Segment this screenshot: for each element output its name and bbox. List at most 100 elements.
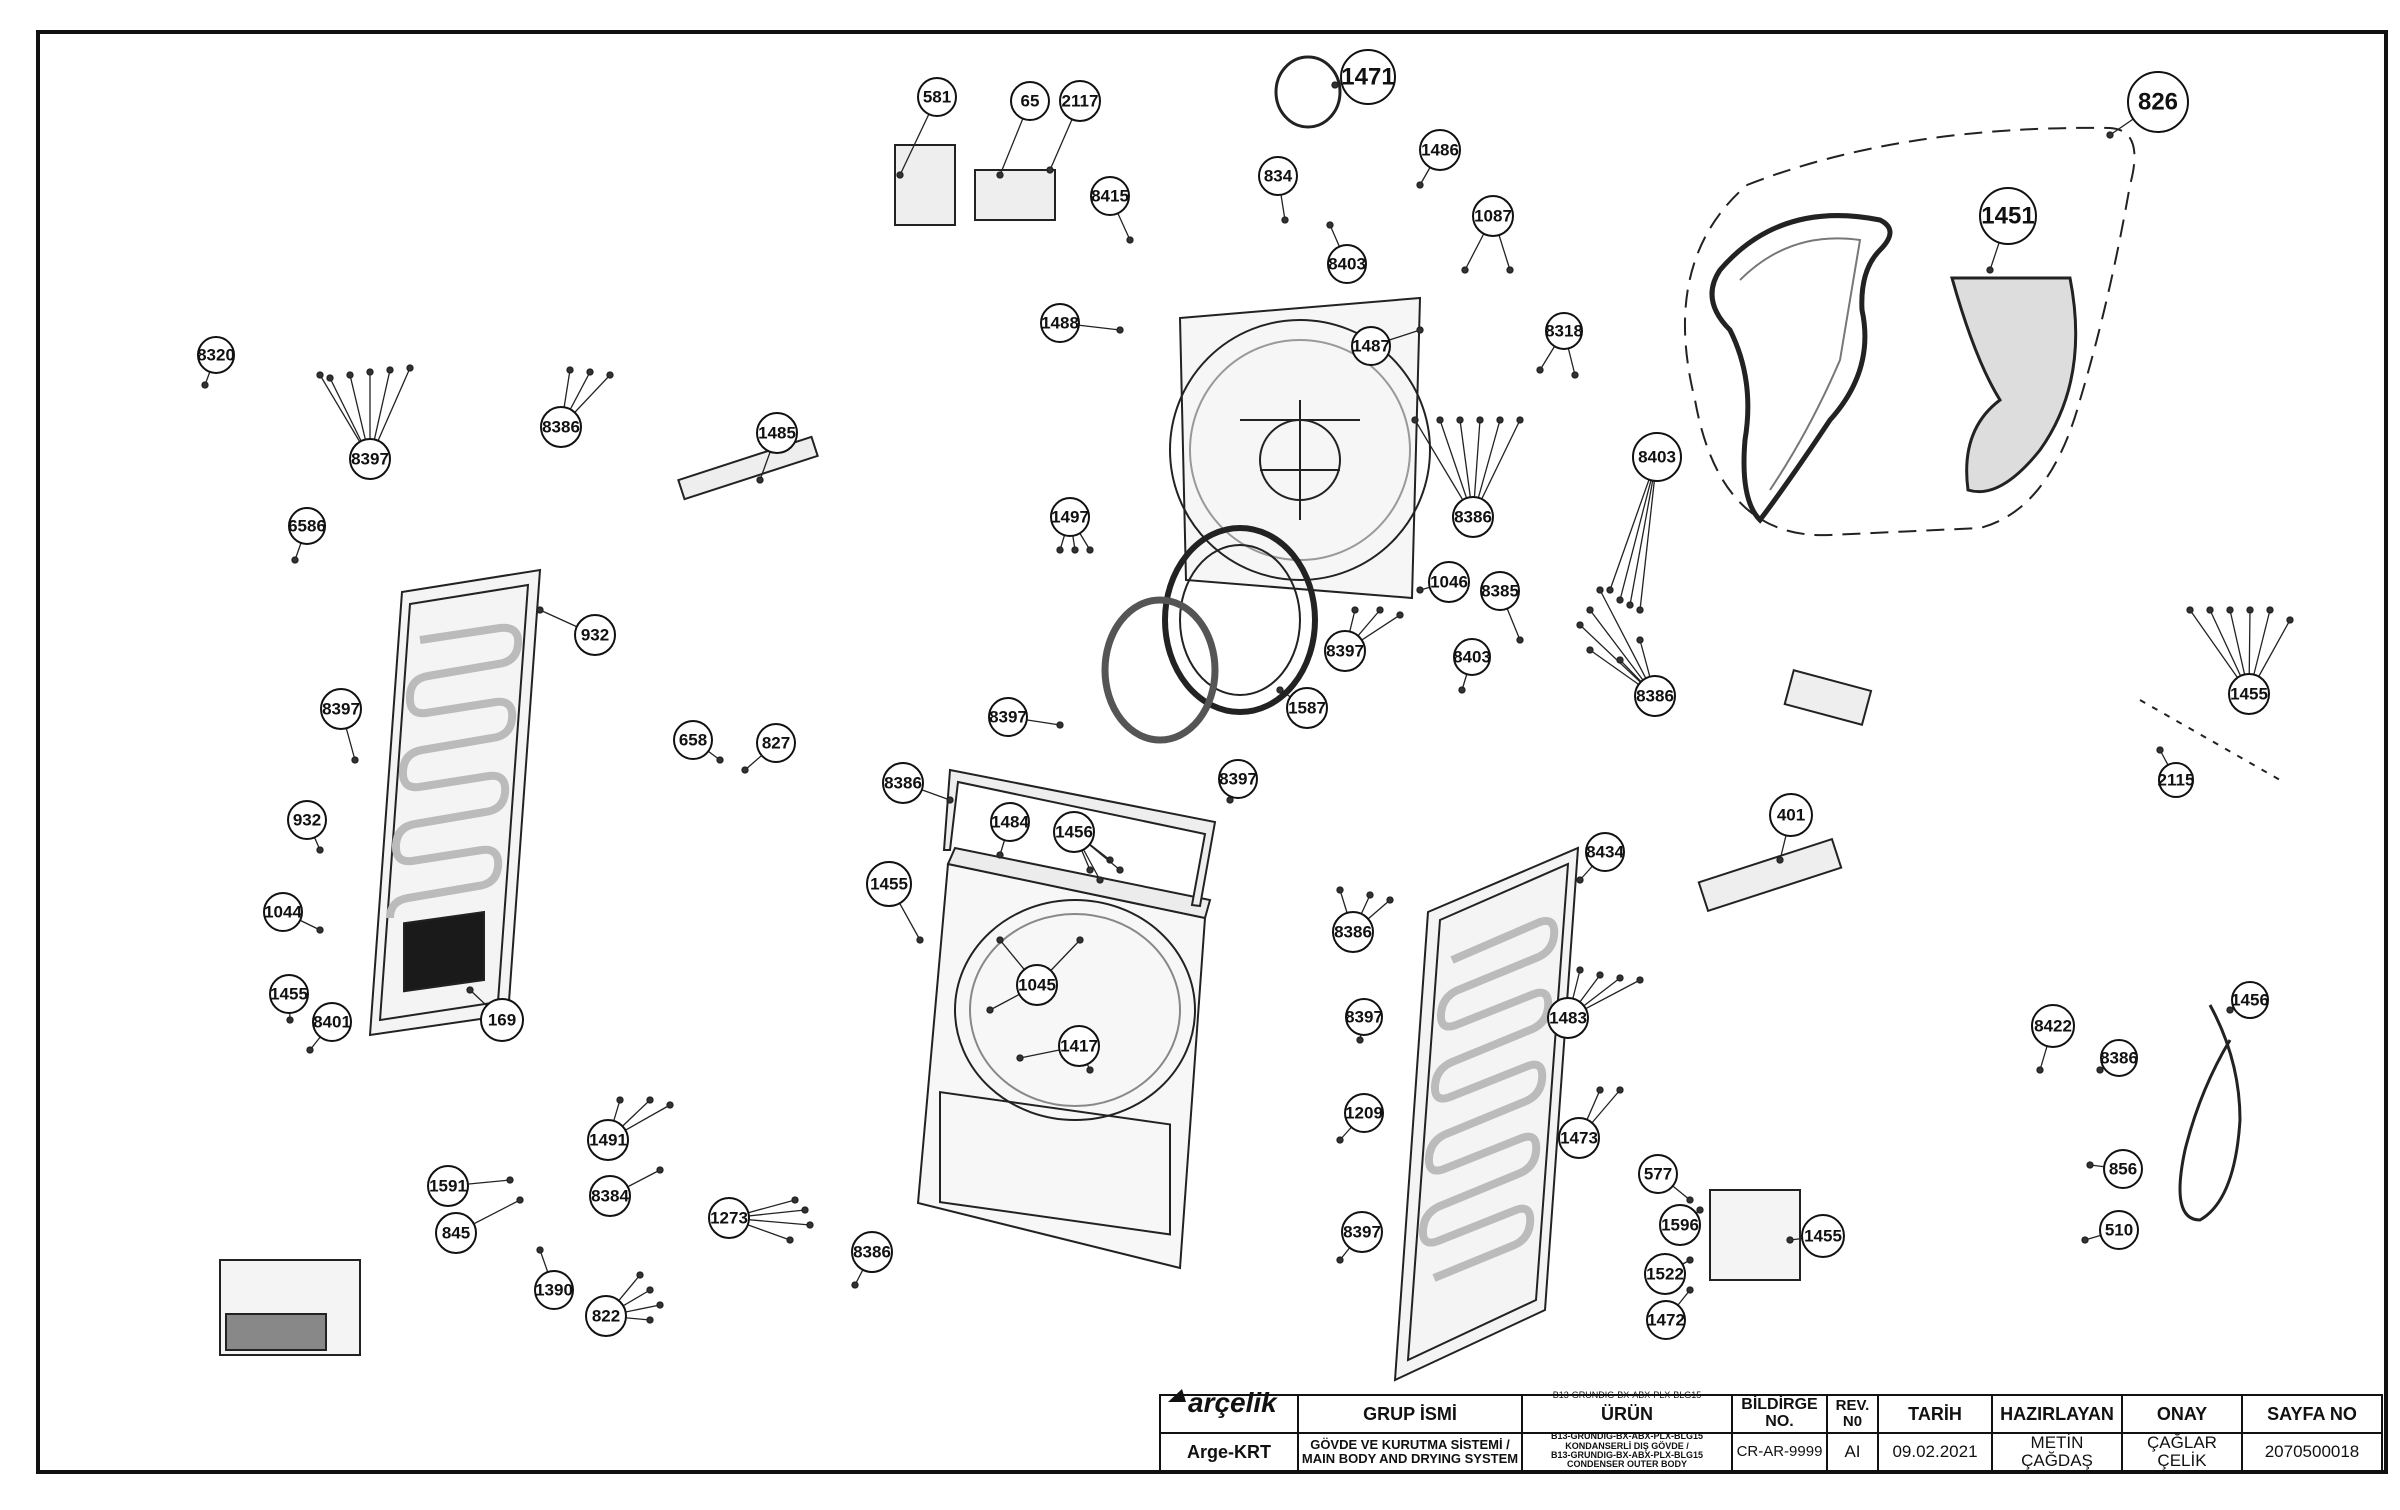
callout-number: 401: [1777, 806, 1805, 825]
callout-number: 1087: [1474, 207, 1512, 226]
fastener-dot: [1366, 891, 1374, 899]
fastener-dot: [316, 846, 324, 854]
product-top-line: B13-GRUNDIG-BX-ABX-PLX-BLG15: [1552, 1390, 1702, 1401]
fastener-dot: [1086, 1066, 1094, 1074]
callout-circle: [435, 1212, 477, 1254]
callout-1045: 1045: [1016, 964, 1058, 1006]
fastener-dot: [996, 851, 1004, 859]
callout-8397: 8397: [1218, 759, 1258, 799]
fastener-dot: [1986, 266, 1994, 274]
callout-circle: [2127, 71, 2189, 133]
callout-number: 1455: [2230, 685, 2268, 704]
prepared-header: HAZIRLAYAN: [2000, 1403, 2114, 1424]
callout-circle: [349, 438, 391, 480]
product-header: ÜRÜN: [1601, 1403, 1653, 1424]
callout-number: 8386: [1334, 923, 1372, 942]
fastener-dot: [1636, 636, 1644, 644]
fastener-dot: [1616, 1086, 1624, 1094]
callout-circle: [2100, 1039, 2138, 1077]
callout-1417: 1417: [1058, 1025, 1100, 1067]
callout-number: 8397: [1326, 642, 1364, 661]
fastener-dot: [2096, 1066, 2104, 1074]
product-line-3: B13-GRUNDIG-BX-ABX-PLX-BLG15: [1550, 1450, 1703, 1460]
callout-circle: [288, 507, 326, 545]
fastener-dot: [1686, 1256, 1694, 1264]
callout-number: 1273: [710, 1209, 748, 1228]
fastener-dot: [806, 1221, 814, 1229]
callout-number: 1455: [1804, 1227, 1842, 1246]
callout-number: 8386: [853, 1243, 891, 1262]
fastener-dot: [586, 368, 594, 376]
fastener-dot: [1596, 586, 1604, 594]
callout-1273: 1273: [708, 1197, 750, 1239]
callout-circle: [756, 723, 796, 763]
fastener-dot: [1571, 371, 1579, 379]
callout-circle: [1646, 1300, 1686, 1340]
fastener-dot: [201, 381, 209, 389]
callout-number: 8397: [989, 708, 1027, 727]
fastener-dot: [986, 1006, 994, 1014]
fastener-dot: [1696, 1206, 1704, 1214]
callout-circle: [1258, 156, 1298, 196]
callout-number: 1488: [1041, 314, 1079, 333]
fastener-dot: [536, 1246, 544, 1254]
callout-number: 1472: [1647, 1311, 1685, 1330]
electronics-box: [1709, 1189, 1801, 1281]
callout-1451: 1451: [1979, 187, 2037, 245]
callout-circle: [1545, 312, 1583, 350]
callout-8386: 8386: [1452, 496, 1494, 538]
callout-number: 8320: [197, 346, 235, 365]
callout-number: 932: [581, 626, 609, 645]
callout-number: 1596: [1661, 1216, 1699, 1235]
callout-658: 658: [673, 720, 713, 760]
callout-circle: [1327, 244, 1367, 284]
fastener-dot: [2081, 1236, 2089, 1244]
fastener-dot: [1336, 1256, 1344, 1264]
fastener-dot: [1356, 1036, 1364, 1044]
black-insulation-pad: [403, 910, 485, 993]
callout-number: 1209: [1345, 1104, 1383, 1123]
top-strip: [677, 435, 819, 501]
callout-number: 8386: [542, 418, 580, 437]
product-line-4: CONDENSER OUTER BODY: [1566, 1459, 1687, 1470]
fastener-dot: [1331, 81, 1339, 89]
callout-8386: 8386: [540, 406, 582, 448]
callout-circle: [1340, 49, 1396, 105]
fastener-dot: [2086, 1161, 2094, 1169]
fastener-dot: [1586, 606, 1594, 614]
callout-circle: [534, 1270, 574, 1310]
callout-1046: 1046: [1428, 561, 1470, 603]
fastener-dot: [346, 371, 354, 379]
fastener-dot: [2266, 606, 2274, 614]
callout-circle: [320, 688, 362, 730]
fastener-dot: [1281, 216, 1289, 224]
callout-number: 577: [1644, 1165, 1672, 1184]
rev-value: AI: [1844, 1442, 1861, 1462]
callout-circle: [708, 1197, 750, 1239]
fastener-dot: [406, 364, 414, 372]
fastener-dot: [516, 1196, 524, 1204]
callout-1390: 1390: [534, 1270, 574, 1310]
callout-number: 1591: [429, 1177, 467, 1196]
fastener-dot: [1636, 606, 1644, 614]
callout-circle: [587, 1119, 629, 1161]
callout-8386: 8386: [851, 1231, 893, 1273]
callout-number: 8403: [1328, 255, 1366, 274]
fastener-dot: [656, 1301, 664, 1309]
logo-text: arçelik: [1188, 1387, 1278, 1418]
front-panel: [916, 846, 1212, 1270]
fastener-dot: [1576, 621, 1584, 629]
callout-circle: [756, 412, 798, 454]
callout-834: 834: [1258, 156, 1298, 196]
fastener-dot: [1596, 971, 1604, 979]
fastener-dot: [1686, 1196, 1694, 1204]
fastener-dot: [636, 1271, 644, 1279]
callout-circle: [990, 802, 1030, 842]
callout-8397: 8397: [988, 697, 1028, 737]
fastener-dot: [1786, 1236, 1794, 1244]
callout-number: 834: [1264, 167, 1293, 186]
fastener-dot: [996, 171, 1004, 179]
fastener-dot: [1606, 586, 1614, 594]
fastener-dot: [656, 1166, 664, 1174]
callout-number: 1487: [1352, 337, 1390, 356]
